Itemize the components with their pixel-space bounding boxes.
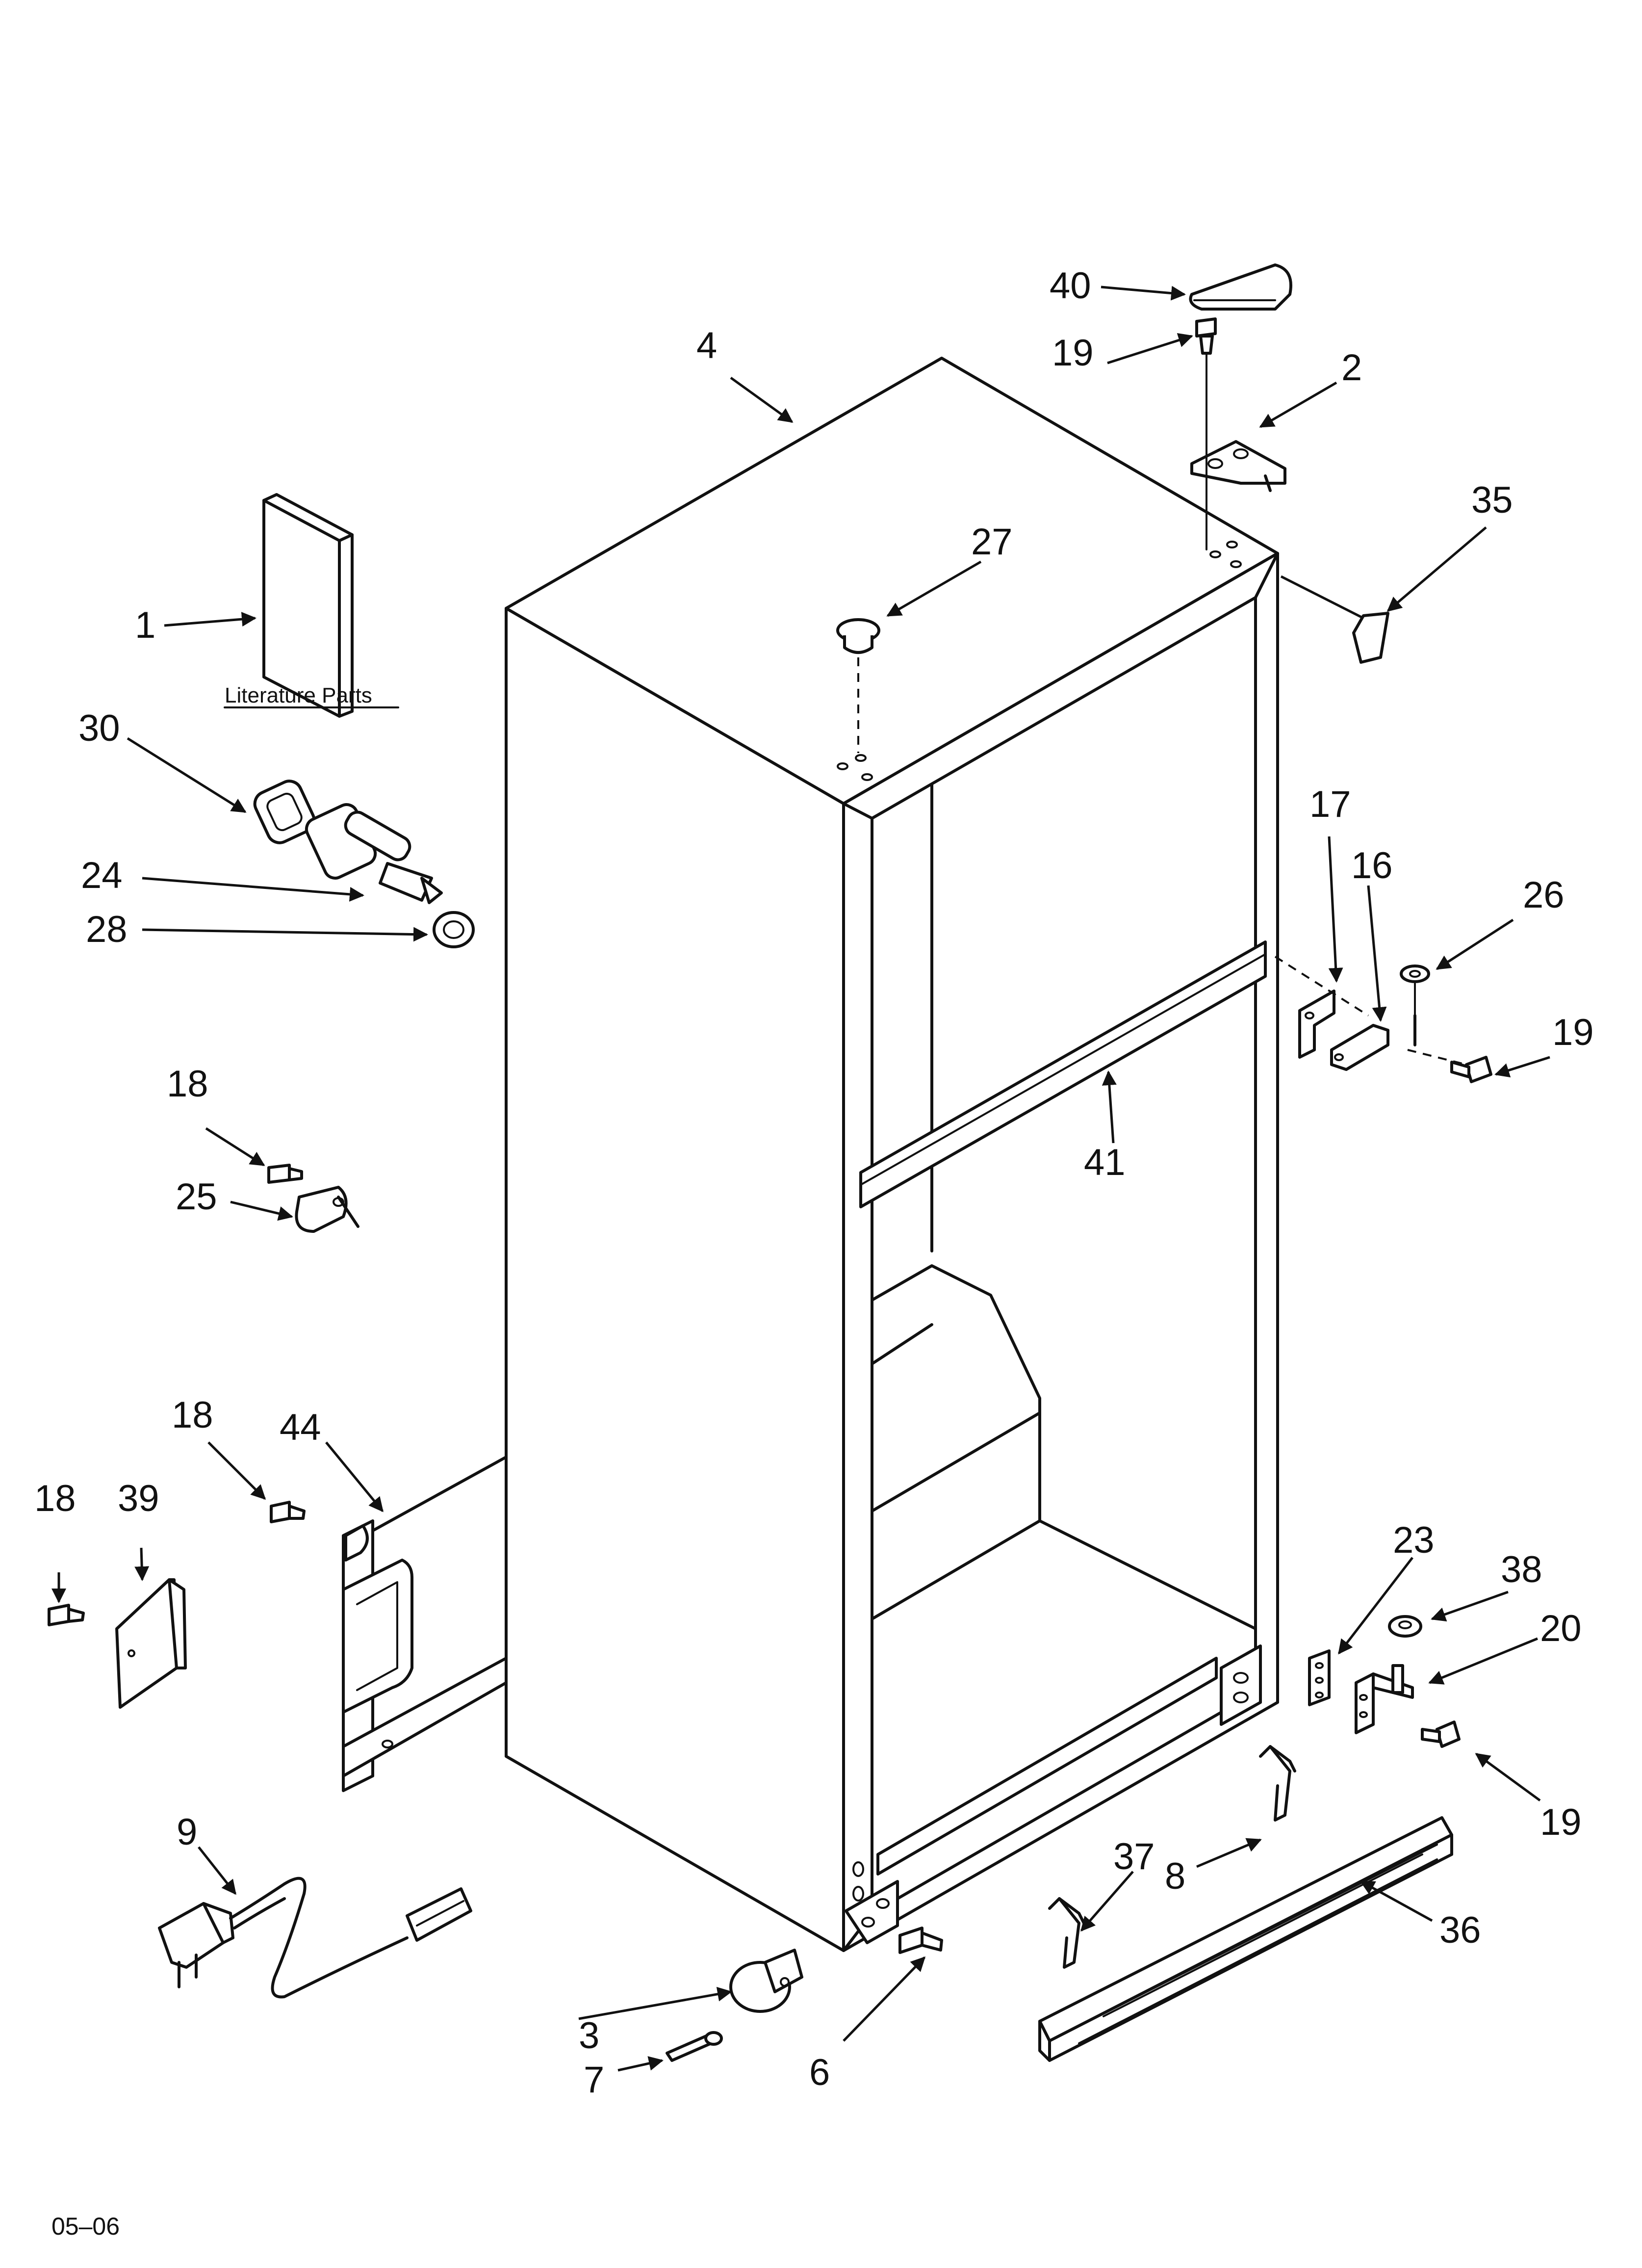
callout-19-top: 19 bbox=[1052, 332, 1094, 374]
power-cord bbox=[158, 1877, 472, 1999]
callout-20: 20 bbox=[1540, 1608, 1582, 1649]
front-roller bbox=[729, 1949, 803, 2013]
callout-17: 17 bbox=[1309, 783, 1351, 825]
bottom-hinge bbox=[1355, 1664, 1414, 1734]
hinge-washer bbox=[1400, 965, 1430, 1017]
callout-9: 9 bbox=[177, 1811, 197, 1853]
light-switch bbox=[305, 803, 443, 904]
callout-2: 2 bbox=[1341, 347, 1362, 389]
callout-25: 25 bbox=[176, 1176, 217, 1218]
callout-44: 44 bbox=[280, 1407, 321, 1448]
callout-4: 4 bbox=[696, 325, 717, 366]
bracket-screw bbox=[270, 1501, 306, 1523]
callout-labels: 1 40 19 2 4 35 27 30 24 28 18 25 17 16 2… bbox=[34, 265, 1594, 2240]
callout-7: 7 bbox=[584, 2059, 604, 2101]
callout-18-bracket: 18 bbox=[172, 1394, 213, 1436]
cover-screw bbox=[48, 1604, 85, 1626]
callout-41: 41 bbox=[1084, 1142, 1126, 1183]
mullion-bar bbox=[859, 940, 1267, 1208]
refrigerator-cabinet bbox=[505, 357, 1279, 1952]
callout-36: 36 bbox=[1439, 1909, 1481, 1951]
toe-grille bbox=[1038, 1816, 1453, 2062]
grommet bbox=[433, 911, 475, 948]
plug-button bbox=[836, 618, 880, 753]
callout-16: 16 bbox=[1351, 845, 1393, 886]
literature-caption: Literature Parts bbox=[225, 683, 372, 707]
callout-19-mid: 19 bbox=[1552, 1012, 1594, 1053]
leg-screw bbox=[898, 1927, 943, 1954]
hinge-cover bbox=[1189, 263, 1292, 311]
leader-lines bbox=[51, 286, 1550, 2072]
callout-37: 37 bbox=[1113, 1836, 1155, 1877]
cord-bracket bbox=[342, 1456, 508, 1792]
hinge-shim bbox=[1308, 1649, 1331, 1706]
bottom-hinge-screw bbox=[1421, 1721, 1461, 1748]
top-hinge bbox=[1190, 440, 1286, 492]
grille-clip-right bbox=[1259, 1745, 1296, 1822]
screw-top-hinge bbox=[1195, 317, 1217, 550]
callout-40: 40 bbox=[1050, 265, 1091, 307]
footer-code: 05–06 bbox=[51, 2213, 120, 2240]
callout-18-clamp: 18 bbox=[167, 1063, 208, 1105]
switch-gasket bbox=[253, 780, 316, 844]
center-hinge bbox=[1274, 956, 1467, 1071]
callout-24: 24 bbox=[81, 855, 123, 896]
center-hinge-screw bbox=[1450, 1056, 1492, 1083]
callout-30: 30 bbox=[78, 707, 120, 749]
callout-28: 28 bbox=[86, 909, 128, 950]
callout-1: 1 bbox=[135, 604, 155, 646]
roller-pin bbox=[666, 2031, 723, 2062]
hinge-bushing bbox=[1388, 1615, 1422, 1638]
literature-parts bbox=[262, 493, 354, 718]
callout-35: 35 bbox=[1471, 479, 1513, 521]
callout-39: 39 bbox=[118, 1478, 159, 1519]
callout-3: 3 bbox=[579, 2015, 599, 2057]
cord-cover bbox=[115, 1578, 187, 1709]
callout-18-cover: 18 bbox=[34, 1478, 76, 1519]
hinge-pin-cover bbox=[1280, 575, 1389, 664]
callout-19-bottom: 19 bbox=[1540, 1801, 1582, 1843]
callout-27: 27 bbox=[971, 521, 1013, 563]
wire-clamp bbox=[267, 1164, 359, 1233]
grille-clip-left bbox=[1048, 1897, 1085, 1969]
callout-38: 38 bbox=[1501, 1549, 1542, 1590]
callout-6: 6 bbox=[809, 2052, 830, 2093]
callout-8: 8 bbox=[1165, 1855, 1185, 1897]
callout-26: 26 bbox=[1523, 874, 1565, 916]
callout-23: 23 bbox=[1393, 1519, 1435, 1561]
